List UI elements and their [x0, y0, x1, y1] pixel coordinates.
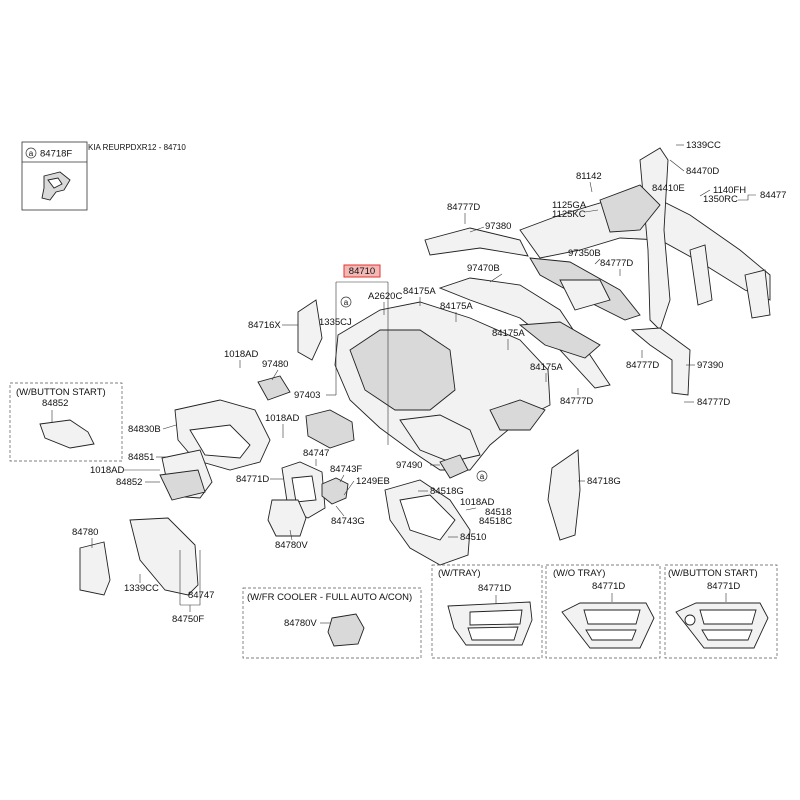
label-84518: 84518 [485, 507, 511, 518]
callout-a-lower-letter: a [480, 472, 485, 481]
ref-callout-letter: a [29, 149, 34, 158]
highlight-84710: 84710 a [335, 264, 389, 445]
label-84175a-1: 84175A [403, 286, 436, 297]
part-labels: 1339CC 84470D 81142 84410E 1140FH 1350RC… [72, 140, 786, 625]
side-defroster-duct [529, 257, 641, 321]
center-vent [305, 409, 355, 449]
label-84175a-2: 84175A [440, 301, 473, 312]
label-84777d-b: 84777D [600, 258, 633, 269]
label-81142: 81142 [576, 171, 602, 182]
inset-part-w-tray: 84771D [478, 583, 511, 594]
crash-pad-main [334, 301, 551, 471]
label-1339cc-top: 1339CC [686, 140, 721, 151]
label-1018ad-2: 1018AD [265, 413, 299, 424]
label-84743f: 84743F [330, 464, 362, 475]
label-84510: 84510 [460, 532, 486, 543]
label-1249eb: 1249EB [356, 476, 390, 487]
side-cover-right [547, 449, 581, 541]
label-84777d-e: 84777D [697, 397, 730, 408]
side-duct-right [630, 327, 691, 396]
highlight-part-number: 84710 [349, 266, 375, 277]
label-97490: 97490 [396, 460, 422, 471]
label-84747-a: 84747 [303, 448, 329, 459]
vent-right [439, 454, 469, 479]
label-84852: 84852 [116, 477, 142, 488]
label-84518c: 84518C [479, 516, 512, 527]
label-97403: 97403 [294, 390, 320, 401]
inset-fr-cooler: (W/FR COOLER - FULL AUTO A/CON) 84780V [242, 587, 422, 659]
center-duct [438, 277, 611, 389]
inset-title-fr-cooler: (W/FR COOLER - FULL AUTO A/CON) [247, 592, 412, 603]
label-84780: 84780 [72, 527, 98, 538]
inset-part-wo-tray: 84771D [592, 581, 625, 592]
label-1350rc: 1350RC [703, 194, 738, 205]
label-1335cj: 1335CJ [319, 317, 352, 328]
leader-lines [91, 144, 756, 612]
cowl-crossmember [519, 147, 771, 331]
knee-panel-left-lower [159, 469, 206, 501]
label-1018ad-3: 1018AD [90, 465, 124, 476]
label-84410e: 84410E [652, 183, 685, 194]
label-1018ad-4: 1018AD [460, 497, 494, 508]
label-84718g: 84718G [587, 476, 621, 487]
label-84477: 84477 [760, 190, 786, 201]
inset-title-w-tray: (W/TRAY) [438, 568, 481, 579]
label-84743g: 84743G [331, 516, 365, 527]
header-title: KIA REURPDXR12 - 84710 [88, 143, 186, 152]
label-1339cc-bot: 1339CC [124, 583, 159, 594]
callout-a-lower: a [476, 470, 488, 482]
callout-a-top: a [344, 298, 349, 307]
inset-part-button-start-left: 84852 [42, 398, 68, 409]
label-84830b: 84830B [128, 424, 161, 435]
label-84175a-4: 84175A [530, 362, 563, 373]
inset-part-fr-cooler: 84780V [284, 618, 317, 629]
label-84780v: 84780V [275, 540, 308, 551]
lower-cover [129, 517, 199, 596]
side-cover-left [297, 299, 323, 361]
label-1140fh: 1140FH [713, 185, 746, 196]
label-97390: 97390 [697, 360, 723, 371]
label-84747-b: 84747 [188, 590, 214, 601]
clip-part-icon [41, 171, 71, 201]
inset-part-button-start-right: 84771D [707, 581, 740, 592]
lower-panel-left [79, 541, 111, 596]
label-84716x: 84716X [248, 320, 281, 331]
label-97380: 97380 [485, 221, 511, 232]
reference-box: a 84718F [21, 141, 88, 211]
label-84470d: 84470D [686, 166, 719, 177]
inset-button-start-right: (W/BUTTON START) 84771D [664, 564, 778, 659]
side-vent-left [257, 375, 291, 401]
label-97350b: 97350B [568, 248, 601, 259]
label-1125kc: 1125KC [552, 209, 586, 220]
heater-control [321, 477, 349, 505]
label-84777d-c: 84777D [626, 360, 659, 371]
inset-button-start-left: (W/BUTTON START) 84852 [9, 382, 123, 462]
label-84518g: 84518G [430, 486, 464, 497]
label-1018ad-1: 1018AD [224, 349, 258, 360]
ref-part-number: 84718F [40, 149, 72, 160]
label-84175a-3: 84175A [492, 328, 525, 339]
inset-title-button-start-left: (W/BUTTON START) [16, 387, 106, 398]
label-84777d-a: 84777D [447, 202, 480, 213]
defroster-duct [424, 227, 529, 257]
label-84851: 84851 [128, 452, 154, 463]
label-97470b: 97470B [467, 263, 500, 274]
label-97480: 97480 [262, 359, 288, 370]
label-1125ga: 1125GA [552, 200, 587, 211]
label-a2620c: A2620C [368, 291, 402, 302]
control-panel [267, 499, 307, 537]
inset-wo-tray: (W/O TRAY) 84771D [545, 564, 661, 659]
inset-title-button-start-right: (W/BUTTON START) [668, 568, 758, 579]
label-84750f: 84750F [172, 614, 204, 625]
glove-box [384, 479, 471, 566]
inset-w-tray: (W/TRAY) 84771D [431, 564, 543, 659]
inset-title-wo-tray: (W/O TRAY) [553, 568, 605, 579]
label-84777d-d: 84777D [560, 396, 593, 407]
label-84771d: 84771D [236, 474, 269, 485]
